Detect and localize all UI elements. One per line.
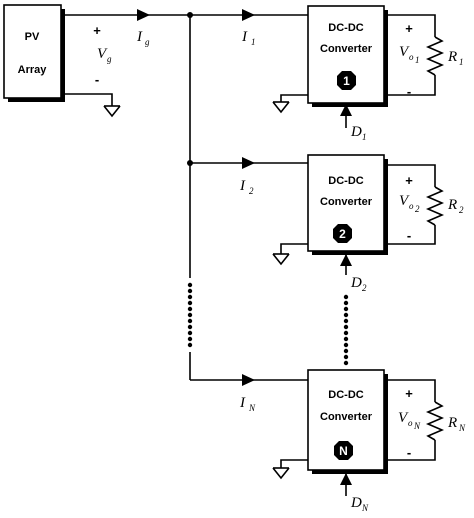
converter-1-label-line2: Converter — [320, 43, 373, 55]
load-1-top-wire — [384, 14, 436, 37]
duty-1-arrow-icon — [340, 104, 352, 116]
vout-n-label: V — [398, 410, 409, 426]
vout-1-subscript: o — [409, 52, 414, 62]
branch-n-current-label: I — [239, 395, 246, 411]
branch-2-current-subscript: 2 — [249, 186, 254, 196]
pv-array: PV Array — [3, 4, 65, 102]
converter-n-label-line1: DC-DC — [328, 389, 363, 401]
vout-2-subsubscript: 2 — [415, 204, 420, 214]
load-2-top-wire — [384, 164, 436, 187]
duty-1-subscript: 1 — [362, 132, 367, 142]
converter-1-ground-wire — [280, 94, 308, 102]
resistor-1-icon — [425, 36, 445, 76]
converter-2-ground-wire — [280, 243, 308, 254]
converter-1-badge — [337, 71, 356, 90]
converter-2-label-line1: DC-DC — [328, 175, 363, 187]
duty-ellipsis — [343, 294, 349, 366]
pv-ground-icon — [103, 105, 121, 118]
converter-n-ground-wire — [280, 459, 308, 468]
converter-2-label-line2: Converter — [320, 196, 373, 208]
output-n-minus-sign: - — [407, 445, 411, 460]
pv-voltage-symbol: V — [97, 46, 108, 62]
branch-1-current-label: I — [241, 29, 248, 45]
pv-voltage-label: V g — [97, 46, 112, 64]
source-current-label: I g — [136, 29, 150, 47]
load-n-subscript: N — [458, 423, 466, 433]
load-1-subscript: 1 — [459, 57, 464, 67]
duty-1-label: D — [350, 124, 362, 140]
duty-n-arrow-icon — [340, 473, 352, 485]
converter-n-label-line2: Converter — [320, 411, 373, 423]
pv-array-label-line2: Array — [18, 64, 48, 76]
resistor-n-icon — [425, 401, 445, 441]
load-n-bottom-wire — [384, 440, 436, 461]
branch-1: I 1 DC-DC Converter 1 D 1 + - V o 1 R 1 — [241, 5, 464, 142]
load-2-subscript: 2 — [459, 205, 464, 215]
converter-1-badge-label: 1 — [343, 74, 350, 88]
converter-n-badge — [334, 441, 353, 460]
pv-ground-wire — [61, 93, 113, 106]
junction-dot-top — [187, 12, 193, 18]
resistor-2-icon — [425, 186, 445, 226]
svg-text:g: g — [145, 37, 150, 47]
converter-1-box: DC-DC Converter 1 — [307, 5, 388, 107]
load-1-bottom-wire — [384, 75, 436, 96]
vout-2-subscript: o — [409, 201, 414, 211]
branch-2: I 2 DC-DC Converter 2 D 2 + - V o 2 R 2 — [190, 154, 464, 293]
converter-n-box: DC-DC Converter N — [307, 369, 388, 474]
output-2-plus-sign: + — [405, 173, 413, 188]
pv-minus-sign: - — [95, 72, 99, 87]
converter-2-badge — [333, 224, 352, 243]
pv-voltage-subscript: g — [107, 54, 112, 64]
vout-n-subscript: o — [408, 418, 413, 428]
converter-2-box: DC-DC Converter 2 — [307, 154, 388, 255]
duty-2-subscript: 2 — [362, 283, 367, 293]
branch-2-current-arrow-icon — [242, 157, 255, 169]
load-n-top-wire — [384, 379, 436, 402]
branch-n: I N DC-DC Converter N D N + - V o N R N — [190, 369, 466, 513]
branch-n-current-subscript: N — [248, 403, 256, 413]
vout-2-label: V — [399, 193, 410, 209]
vout-1-label: V — [399, 44, 410, 60]
branch-2-current-label: I — [239, 178, 246, 194]
vout-n-subsubscript: N — [413, 421, 421, 431]
vertical-ellipsis — [187, 282, 193, 348]
source-current-arrow-icon — [137, 9, 150, 21]
converter-n-badge-label: N — [339, 444, 348, 458]
branch-n-current-arrow-icon — [242, 374, 255, 386]
converter-n-ground-icon — [272, 467, 290, 480]
converter-1-ground-icon — [272, 101, 290, 114]
load-2-bottom-wire — [384, 225, 436, 245]
svg-text:I: I — [136, 29, 143, 45]
output-2-minus-sign: - — [407, 228, 411, 243]
output-n-plus-sign: + — [405, 386, 413, 401]
duty-n-subscript: N — [361, 503, 369, 513]
output-1-minus-sign: - — [407, 84, 411, 99]
branch-1-current-arrow-icon — [242, 9, 255, 21]
pv-plus-sign: + — [93, 23, 101, 38]
converter-1-label-line1: DC-DC — [328, 22, 363, 34]
vout-1-subsubscript: 1 — [415, 55, 420, 65]
converter-2-badge-label: 2 — [339, 227, 346, 241]
converter-2-ground-icon — [272, 253, 290, 266]
branch-1-current-subscript: 1 — [251, 37, 256, 47]
load-2-label: R — [447, 197, 457, 213]
pv-array-label-line1: PV — [25, 31, 40, 43]
load-n-label: R — [447, 415, 457, 431]
load-1-label: R — [447, 49, 457, 65]
duty-2-arrow-icon — [340, 254, 352, 266]
duty-n-label: D — [350, 495, 362, 511]
duty-2-label: D — [350, 275, 362, 291]
output-1-plus-sign: + — [405, 21, 413, 36]
